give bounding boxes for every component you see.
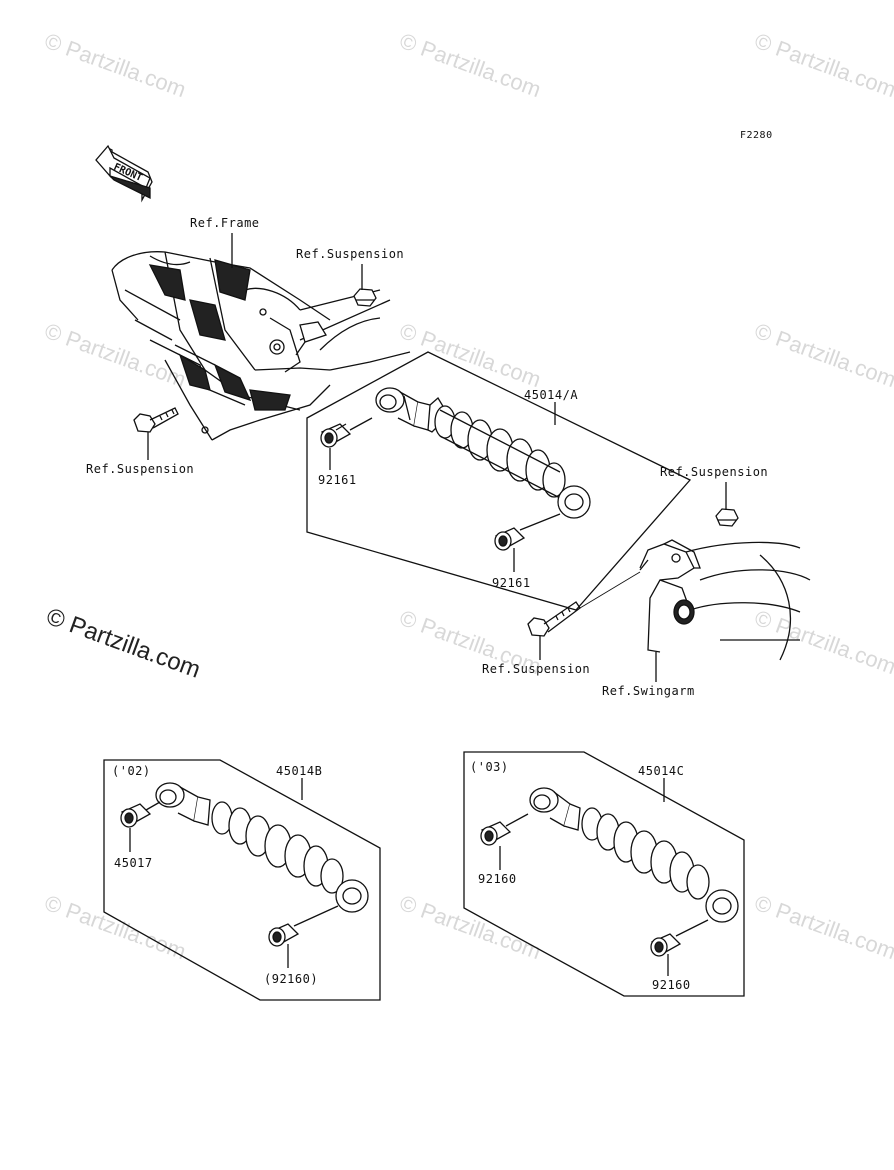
alignment-line xyxy=(579,571,641,609)
bushing-icon xyxy=(480,813,529,846)
label-part-45014a: 45014/A xyxy=(524,388,579,402)
label-ref-swingarm: Ref.Swingarm xyxy=(602,684,695,698)
bushing-icon xyxy=(320,417,373,448)
label-ref-suspension: Ref.Suspension xyxy=(296,247,405,261)
label-part-45017: 45017 xyxy=(114,856,153,870)
bolt-icon xyxy=(133,407,179,433)
label-part-92160: 92160 xyxy=(478,872,517,886)
shock-absorber-icon xyxy=(529,787,739,923)
label-ref-suspension: Ref.Suspension xyxy=(660,465,769,479)
label-part-92160: 92160 xyxy=(652,978,691,992)
shock-absorber-icon xyxy=(375,387,591,519)
label-part-45014b: 45014B xyxy=(276,764,323,778)
nut-icon xyxy=(715,508,739,527)
label-part-45014c: 45014C xyxy=(638,764,685,778)
shock-45014b-box xyxy=(103,759,381,1001)
label-part-92161: 92161 xyxy=(318,473,357,487)
frame-icon xyxy=(111,251,411,441)
label-year-03: ('03) xyxy=(470,760,509,774)
bushing-icon xyxy=(650,919,709,957)
label-ref-suspension: Ref.Suspension xyxy=(86,462,195,476)
label-ref-frame: Ref.Frame xyxy=(190,216,260,230)
label-part-92161: 92161 xyxy=(492,576,531,590)
shock-assembly-box xyxy=(306,351,692,611)
swingarm-icon xyxy=(639,539,811,661)
diagram-code: F2280 xyxy=(740,130,773,141)
bolt-icon xyxy=(527,601,581,637)
nut-icon xyxy=(353,288,377,307)
shock-absorber-icon xyxy=(155,782,369,913)
bushing-icon xyxy=(268,905,339,947)
front-arrow-icon: FRONT xyxy=(95,144,153,203)
label-year-02: ('02) xyxy=(112,764,151,778)
label-part-92160: (92160) xyxy=(264,972,319,986)
bushing-icon xyxy=(120,801,161,828)
shock-45014c-box xyxy=(463,751,745,997)
label-ref-suspension: Ref.Suspension xyxy=(482,662,591,676)
bushing-icon xyxy=(494,513,561,551)
